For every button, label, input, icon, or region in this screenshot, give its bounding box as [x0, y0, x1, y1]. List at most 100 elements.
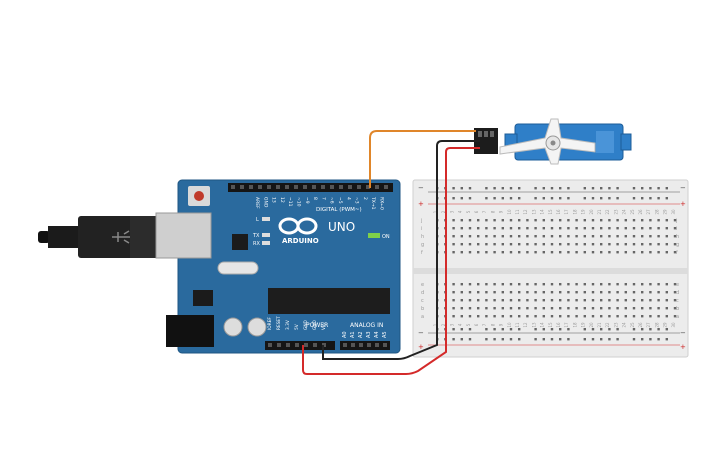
- terminal-hole[interactable]: [567, 299, 570, 302]
- header-pin[interactable]: [366, 185, 370, 189]
- header-pin[interactable]: [375, 343, 379, 347]
- header-pin[interactable]: [330, 185, 334, 189]
- terminal-hole[interactable]: [485, 315, 488, 318]
- terminal-hole[interactable]: [534, 307, 537, 310]
- terminal-hole[interactable]: [583, 243, 586, 246]
- header-pin[interactable]: [321, 185, 325, 189]
- terminal-hole[interactable]: [657, 291, 660, 294]
- terminal-hole[interactable]: [583, 283, 586, 286]
- header-pin[interactable]: [276, 185, 280, 189]
- terminal-hole[interactable]: [608, 299, 611, 302]
- terminal-hole[interactable]: [583, 227, 586, 230]
- terminal-hole[interactable]: [526, 315, 529, 318]
- terminal-hole[interactable]: [460, 243, 463, 246]
- terminal-hole[interactable]: [550, 243, 554, 246]
- header-pin[interactable]: [249, 185, 253, 189]
- terminal-hole[interactable]: [550, 299, 554, 302]
- terminal-hole[interactable]: [542, 227, 545, 230]
- wire-signal-orange[interactable]: [369, 130, 476, 188]
- terminal-hole[interactable]: [657, 307, 660, 310]
- rail-hole[interactable]: [665, 197, 668, 200]
- terminal-hole[interactable]: [632, 235, 636, 238]
- terminal-hole[interactable]: [550, 291, 554, 294]
- rail-hole[interactable]: [608, 197, 611, 200]
- header-pin[interactable]: [303, 185, 307, 189]
- terminal-hole[interactable]: [534, 219, 537, 222]
- terminal-hole[interactable]: [452, 251, 455, 254]
- header-pin[interactable]: [384, 185, 388, 189]
- terminal-hole[interactable]: [534, 243, 537, 246]
- rail-hole[interactable]: [657, 187, 660, 190]
- terminal-hole[interactable]: [542, 315, 545, 318]
- terminal-hole[interactable]: [460, 235, 463, 238]
- terminal-hole[interactable]: [559, 235, 562, 238]
- terminal-hole[interactable]: [649, 299, 652, 302]
- terminal-hole[interactable]: [641, 299, 644, 302]
- rail-hole[interactable]: [485, 197, 488, 200]
- terminal-hole[interactable]: [641, 243, 644, 246]
- terminal-hole[interactable]: [608, 219, 611, 222]
- terminal-hole[interactable]: [616, 315, 619, 318]
- terminal-hole[interactable]: [501, 243, 504, 246]
- terminal-hole[interactable]: [468, 219, 472, 222]
- terminal-hole[interactable]: [665, 219, 668, 222]
- terminal-hole[interactable]: [616, 291, 619, 294]
- rail-hole[interactable]: [608, 328, 611, 331]
- terminal-hole[interactable]: [665, 307, 668, 310]
- header-pin[interactable]: [267, 185, 271, 189]
- terminal-hole[interactable]: [468, 283, 472, 286]
- rail-hole[interactable]: [468, 187, 472, 190]
- terminal-hole[interactable]: [518, 315, 521, 318]
- header-pin[interactable]: [339, 185, 343, 189]
- terminal-hole[interactable]: [452, 235, 455, 238]
- header-pin[interactable]: [286, 343, 290, 347]
- terminal-hole[interactable]: [477, 251, 480, 254]
- terminal-hole[interactable]: [542, 291, 545, 294]
- terminal-hole[interactable]: [526, 251, 529, 254]
- terminal-hole[interactable]: [600, 299, 603, 302]
- terminal-hole[interactable]: [509, 235, 513, 238]
- terminal-hole[interactable]: [485, 235, 488, 238]
- rail-hole[interactable]: [559, 338, 562, 341]
- terminal-hole[interactable]: [616, 299, 619, 302]
- rail-hole[interactable]: [632, 338, 636, 341]
- terminal-hole[interactable]: [649, 243, 652, 246]
- terminal-hole[interactable]: [673, 291, 677, 294]
- terminal-hole[interactable]: [509, 251, 513, 254]
- terminal-hole[interactable]: [542, 243, 545, 246]
- rail-hole[interactable]: [518, 328, 521, 331]
- rail-hole[interactable]: [468, 338, 472, 341]
- power-header[interactable]: [265, 341, 335, 350]
- terminal-hole[interactable]: [600, 291, 603, 294]
- rail-hole[interactable]: [657, 328, 660, 331]
- rail-hole[interactable]: [600, 328, 603, 331]
- rail-hole[interactable]: [632, 187, 636, 190]
- terminal-hole[interactable]: [550, 251, 554, 254]
- terminal-hole[interactable]: [460, 299, 463, 302]
- rail-hole[interactable]: [468, 197, 472, 200]
- terminal-hole[interactable]: [518, 227, 521, 230]
- terminal-hole[interactable]: [452, 219, 455, 222]
- usb-cable[interactable]: [38, 216, 160, 258]
- terminal-hole[interactable]: [632, 299, 636, 302]
- terminal-hole[interactable]: [477, 307, 480, 310]
- terminal-hole[interactable]: [501, 235, 504, 238]
- terminal-hole[interactable]: [600, 251, 603, 254]
- terminal-hole[interactable]: [641, 315, 644, 318]
- terminal-hole[interactable]: [649, 219, 652, 222]
- terminal-hole[interactable]: [624, 243, 627, 246]
- terminal-hole[interactable]: [665, 243, 668, 246]
- terminal-hole[interactable]: [608, 251, 611, 254]
- header-pin[interactable]: [375, 185, 379, 189]
- header-pin[interactable]: [268, 343, 272, 347]
- terminal-hole[interactable]: [673, 315, 677, 318]
- header-pin[interactable]: [294, 185, 298, 189]
- header-pin[interactable]: [231, 185, 235, 189]
- terminal-hole[interactable]: [624, 227, 627, 230]
- header-pin[interactable]: [304, 343, 308, 347]
- terminal-hole[interactable]: [583, 315, 586, 318]
- terminal-hole[interactable]: [673, 251, 677, 254]
- terminal-hole[interactable]: [485, 291, 488, 294]
- terminal-hole[interactable]: [673, 283, 677, 286]
